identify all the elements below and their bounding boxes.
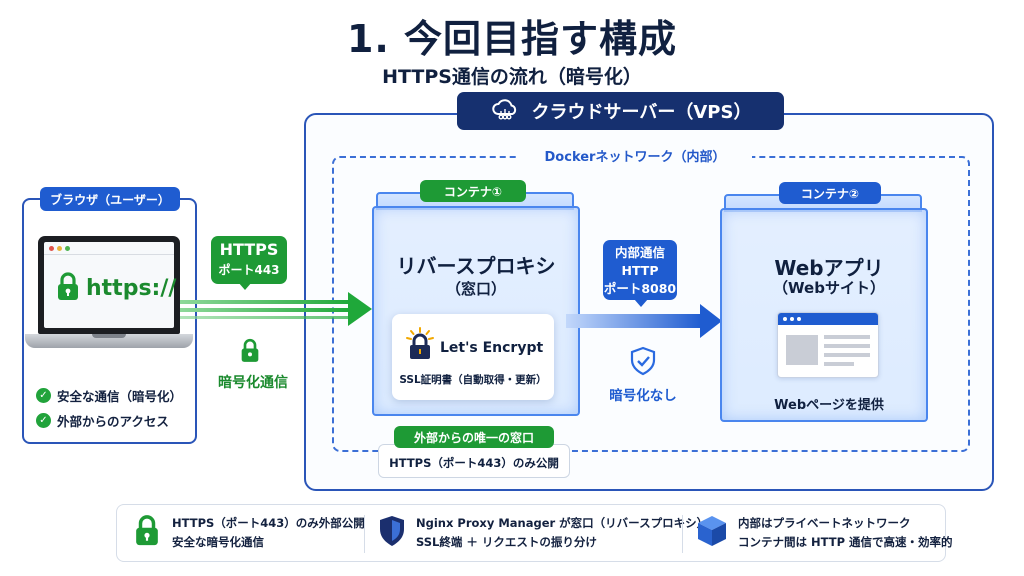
container2-label: コンテナ② [779, 182, 881, 204]
proxy-subtitle: （窓口） [445, 280, 506, 298]
http-badge-tail [634, 299, 648, 307]
unique-entry-label: 外部からの唯一の窓口 [394, 426, 554, 448]
no-encryption-label: 暗号化なし [609, 388, 677, 404]
encrypted-label: 暗号化通信 [218, 375, 288, 391]
legend-divider [364, 515, 365, 553]
cube-icon [696, 514, 728, 552]
shield-icon [378, 514, 406, 552]
ssl-cert-label: SSL証明書（自動取得・更新） [399, 374, 547, 386]
cloud-icon [490, 97, 520, 126]
container1-label: コンテナ① [420, 180, 526, 202]
laptop-base [25, 334, 193, 348]
laptop-notch [92, 334, 126, 338]
docker-network-label: Dockerネットワーク（内部） [518, 146, 752, 165]
cloud-server-label: クラウドサーバー（VPS） [531, 102, 752, 123]
legend-item: HTTPS（ポート443）のみ外部公開 安全な暗号化通信 [172, 516, 365, 549]
check-item: ✓ 外部からのアクセス [36, 411, 169, 430]
webpage-label: Webページを提供 [774, 398, 884, 413]
legend-box [116, 504, 946, 562]
page-subtitle: HTTPS通信の流れ（暗号化） [382, 66, 642, 88]
check-item: ✓ 安全な通信（暗号化） [36, 386, 182, 405]
legend-item: 内部はプライベートネットワーク コンテナ間は HTTP 通信で高速・効率的 [738, 516, 953, 549]
https-badge-tail [238, 282, 252, 290]
unique-entry-box [378, 444, 570, 478]
letsencrypt-name: Let's Encrypt [440, 340, 544, 356]
browser-label: ブラウザ（ユーザー） [40, 187, 180, 211]
lock-icon [240, 338, 260, 368]
shield-check-icon [629, 346, 657, 380]
https-arrow [180, 292, 372, 326]
lock-icon [134, 514, 160, 552]
letsencrypt-icon [405, 326, 435, 364]
unique-entry-text: HTTPS（ポート443）のみ公開 [389, 456, 559, 470]
cloud-server-header: クラウドサーバー（VPS） [457, 92, 784, 130]
webapp-title: Webアプリ [774, 256, 884, 280]
https-badge: HTTPS ポート443 [211, 236, 287, 284]
page-title: 1. 今回目指す構成 [346, 17, 678, 61]
url-text: https:// [86, 276, 177, 301]
webapp-subtitle: （Webサイト） [773, 279, 885, 297]
lock-icon [56, 272, 80, 306]
check-icon: ✓ [36, 413, 51, 428]
check-icon: ✓ [36, 388, 51, 403]
proxy-title: リバースプロキシ [396, 254, 556, 278]
webpage-icon [777, 312, 879, 378]
http-badge: 内部通信 HTTP ポート8080 [603, 240, 677, 300]
legend-item: Nginx Proxy Manager が窓口（リバースプロキシ） SSL終端 … [416, 516, 709, 549]
legend-divider [682, 515, 683, 553]
http-arrow [566, 304, 722, 338]
